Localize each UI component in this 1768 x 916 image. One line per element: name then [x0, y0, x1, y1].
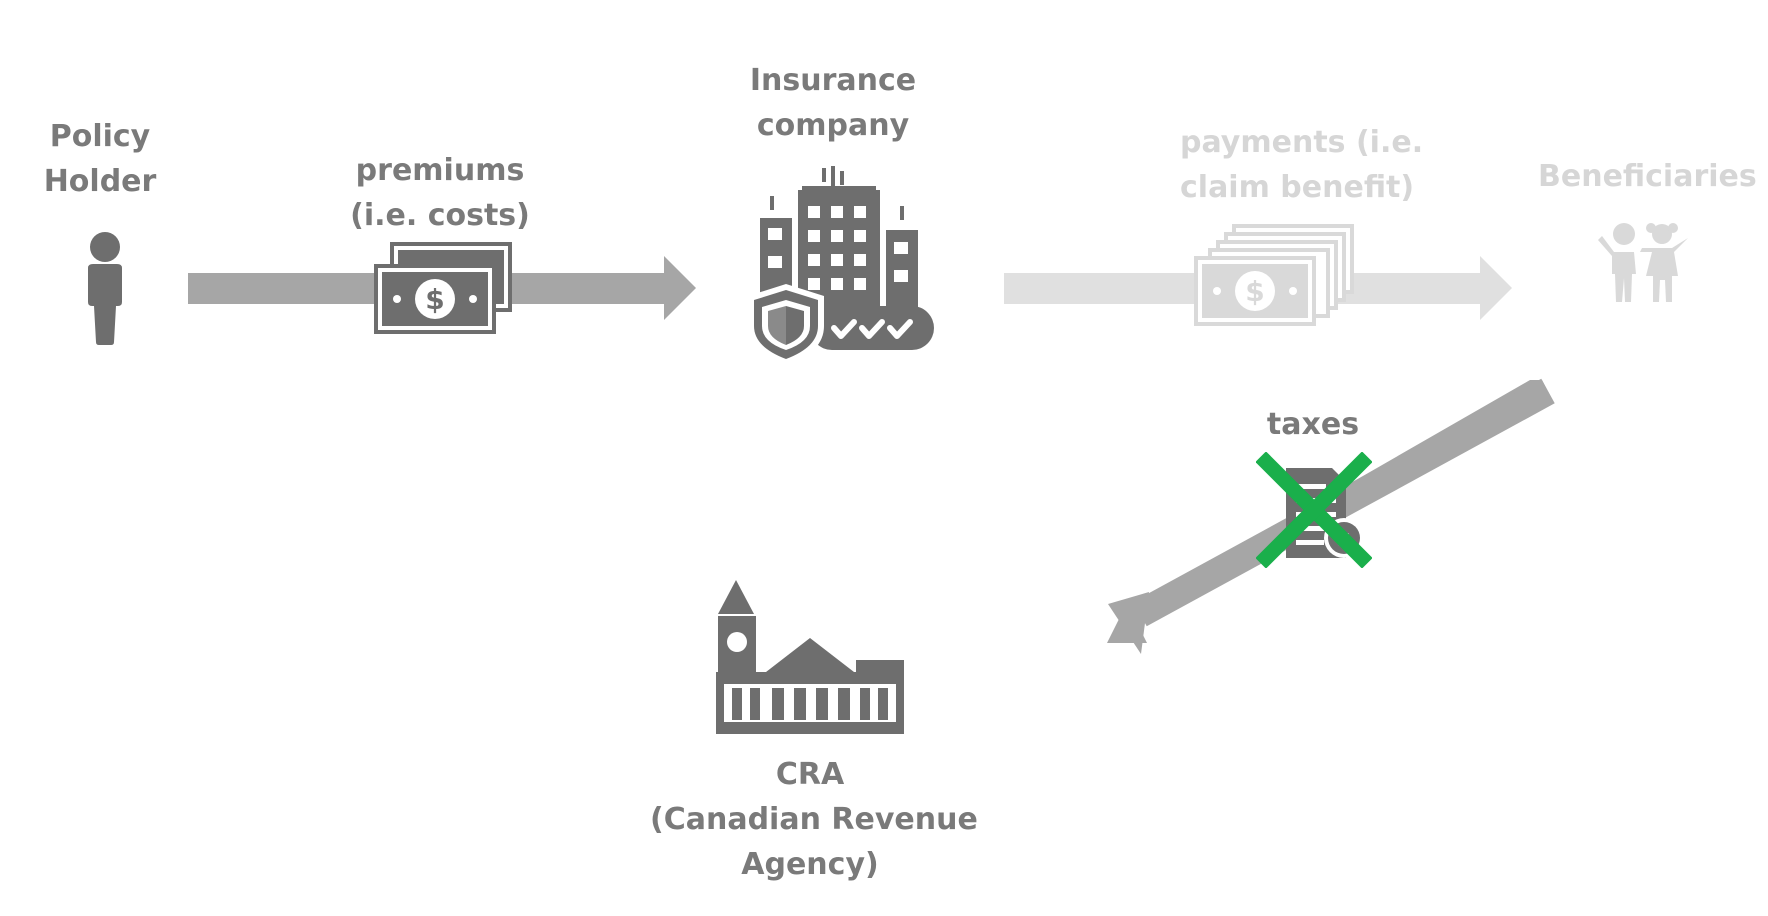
money-stack-icon: $	[1194, 224, 1354, 326]
insurer-line2: company	[756, 108, 910, 143]
cra-line1: CRA	[775, 757, 845, 792]
insurer-line1: Insurance	[749, 63, 917, 98]
policy-holder-line2: Holder	[43, 164, 157, 199]
svg-text:$: $	[425, 283, 444, 316]
cra-line2: (Canadian Revenue	[650, 802, 978, 837]
premiums-line1: premiums	[355, 153, 525, 188]
taxes-label: taxes	[1253, 402, 1373, 447]
money-bills-icon: $	[374, 242, 512, 334]
svg-text:$: $	[1245, 275, 1264, 308]
beneficiaries-label: Beneficiaries	[1538, 154, 1757, 199]
insurer-label: Insurance company	[733, 58, 933, 148]
insurance-building-icon	[748, 166, 934, 366]
payments-line2: claim benefit)	[1180, 170, 1415, 205]
payments-line1: payments (i.e.	[1180, 125, 1424, 160]
person-icon	[88, 232, 122, 345]
premiums-label: premiums (i.e. costs)	[340, 148, 540, 238]
policy-holder-line1: Policy	[49, 119, 151, 154]
government-building-icon	[716, 580, 904, 734]
payments-label: payments (i.e. claim benefit)	[1180, 120, 1424, 210]
cra-label: CRA (Canadian Revenue Agency)	[650, 752, 978, 887]
cross-mark-icon	[1256, 452, 1372, 568]
cra-line3: Agency)	[741, 847, 879, 882]
taxes-line1: taxes	[1266, 407, 1360, 442]
policy-holder-label: Policy Holder	[40, 114, 160, 204]
beneficiaries-line1: Beneficiaries	[1538, 159, 1757, 194]
premiums-line2: (i.e. costs)	[350, 198, 530, 233]
children-icon	[1598, 223, 1688, 302]
